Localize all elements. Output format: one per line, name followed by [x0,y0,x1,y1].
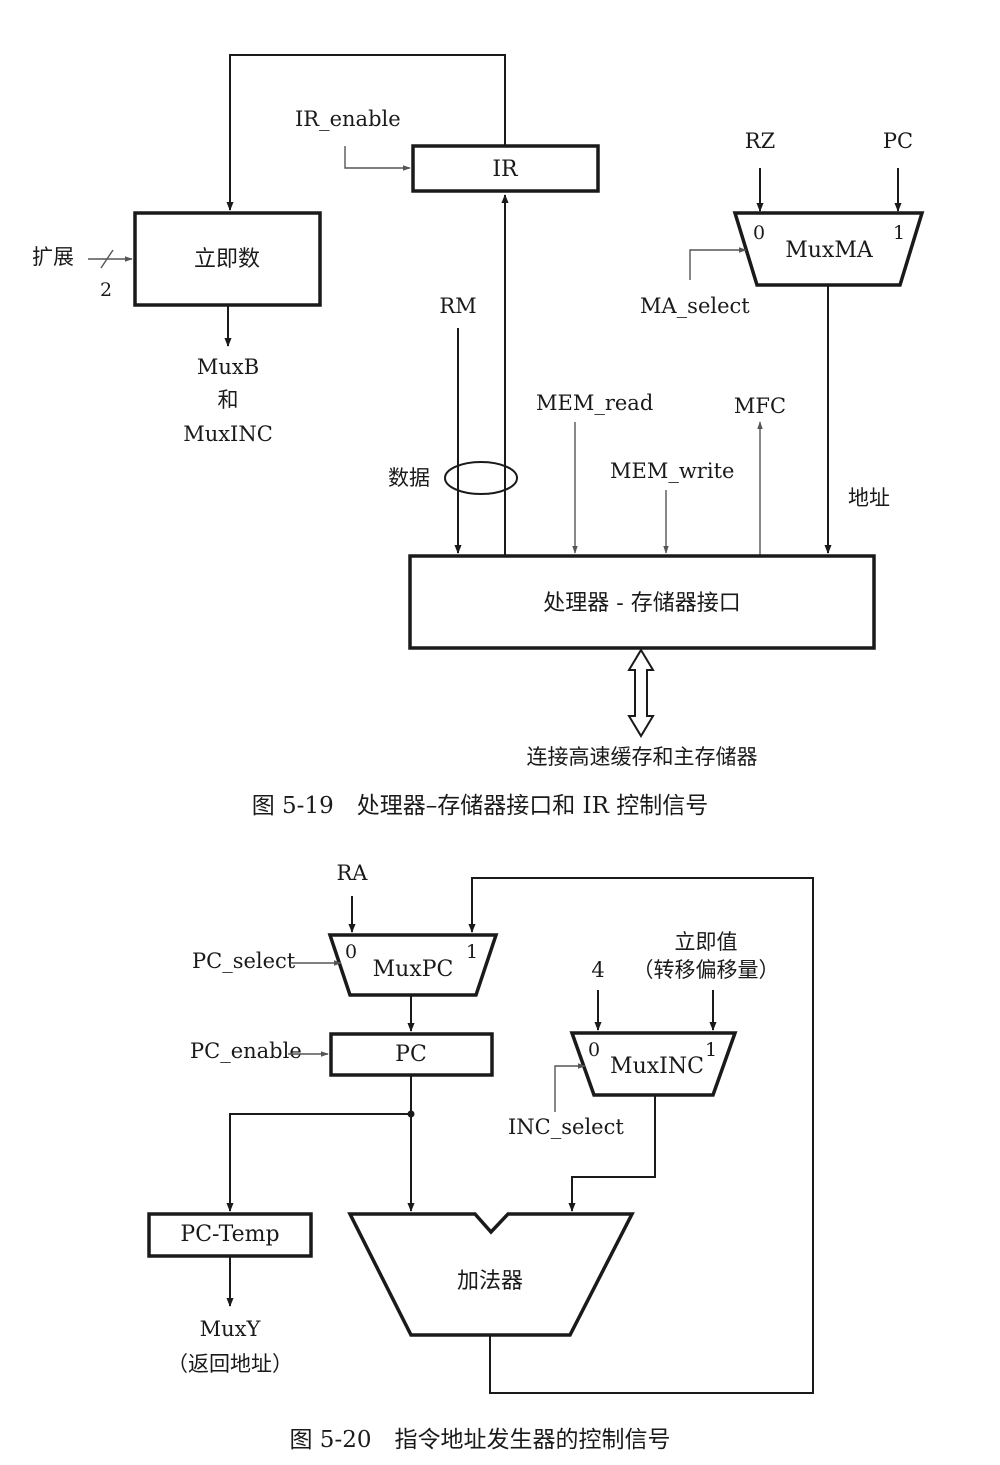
ra-label: RA [337,861,369,885]
immediate-value-label: 立即值 [675,930,738,954]
ma-select-wire [689,247,747,280]
bus-label: 连接高速缓存和主存储器 [527,745,758,769]
ir-to-imm-wire [226,54,506,211]
data-label: 数据 [388,466,430,490]
address-label: 地址 [848,486,890,510]
muxma-input-0: 0 [753,222,765,244]
muxb-label: MuxB [197,355,259,379]
return-address-label: （返回地址） [167,1352,293,1376]
pc-select-label: PC_select [192,949,296,973]
muxinc-label: MuxINC [610,1054,704,1079]
muxpc-input-0: 0 [345,941,357,963]
figure-5-19-caption: 图 5-19 处理器–存储器接口和 IR 控制信号 [252,793,709,819]
ir-register [411,144,600,193]
processor-memory-interface [408,554,876,650]
adder-feedback-wire [468,877,814,1394]
mem-read-label: MEM_read [536,391,653,415]
bus-double-arrow [627,648,655,738]
ir-enable-wire [344,146,411,171]
figure-5-19: IR IR_enable 立即数 扩展 2 MuxB 和 MuxINC RZ P… [32,54,925,819]
rz-label: RZ [745,129,775,153]
and-label: 和 [218,388,239,412]
pc-to-pctemp-wire [226,1113,411,1212]
muxinc-multiplexer [569,1031,738,1097]
adder-label: 加法器 [457,1269,523,1294]
ma-select-label: MA_select [640,294,750,318]
immediate-block [133,211,322,307]
muxpc-multiplexer [327,933,499,997]
muxinc-target-label: MuxINC [183,422,273,446]
extend-slash [100,249,114,269]
ir-label: IR [492,157,519,182]
adder [347,1212,635,1337]
pc-register [329,1032,494,1077]
muxma-label: MuxMA [785,238,874,263]
muxinc-input-0: 0 [588,1039,600,1061]
pc-label: PC [395,1042,427,1067]
branch-offset-label: （转移偏移量） [633,958,780,982]
muxma-input-1: 1 [893,222,905,244]
mfc-label: MFC [734,394,786,418]
mem-write-label: MEM_write [610,459,734,483]
data-bundle-ellipse [444,461,518,495]
muxpc-label: MuxPC [373,957,454,982]
muxpc-input-1: 1 [466,941,478,963]
figure-5-20-caption: 图 5-20 指令地址发生器的控制信号 [290,1427,671,1453]
four-label: 4 [591,958,604,982]
muxinc-input-1: 1 [705,1039,717,1061]
immediate-label: 立即数 [194,247,260,272]
muxma-multiplexer [732,211,925,287]
figure-5-20: RA 0 1 MuxPC PC_select PC PC_enable PC-T… [147,861,814,1453]
interface-label: 处理器 - 存储器接口 [543,591,740,616]
muxinc-to-adder-wire [568,1095,656,1212]
inc-select-label: INC_select [508,1115,624,1139]
pc-temp-label: PC-Temp [180,1222,279,1247]
muxy-label: MuxY [200,1317,262,1341]
pc-enable-label: PC_enable [190,1039,302,1063]
inc-select-wire [554,1063,586,1112]
extend-bits: 2 [100,279,112,301]
pc-input-label: PC [883,129,913,153]
rm-label: RM [439,294,476,318]
extend-label: 扩展 [32,245,74,269]
ir-enable-label: IR_enable [295,107,401,131]
